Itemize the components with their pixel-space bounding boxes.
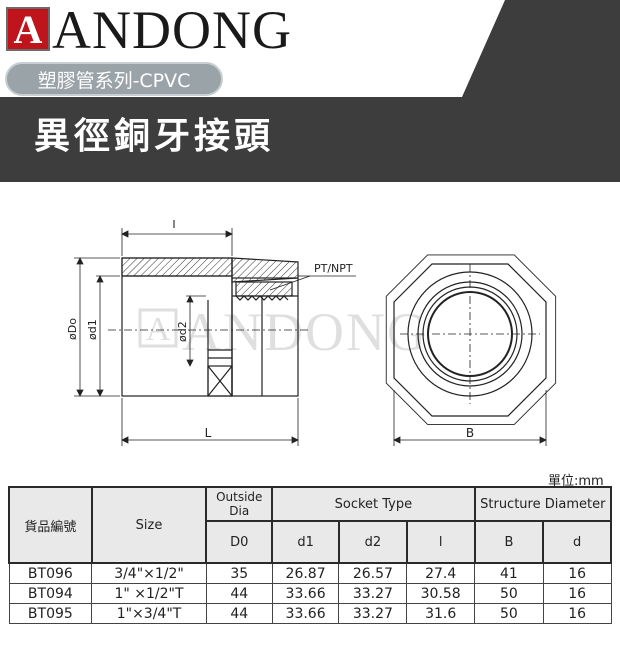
cell-d1: 33.66: [271, 603, 339, 624]
cell-l: 27.4: [406, 563, 475, 584]
cell-code: BT095: [8, 603, 92, 624]
front-view: [385, 254, 557, 425]
cell-d1: 26.87: [271, 563, 339, 584]
brand-name: ANDONG: [52, 0, 292, 60]
logo-letter: A: [13, 7, 43, 52]
unit-label: 單位:mm: [548, 474, 604, 489]
watermark: A ANDONG: [138, 302, 428, 362]
cell-d: 16: [542, 583, 612, 604]
cell-b: 50: [474, 603, 544, 624]
label-l-top: I: [172, 218, 175, 231]
cell-size: 3/4"×1/2": [91, 563, 207, 584]
watermark-letter: A: [146, 311, 171, 348]
header-code: 貨品編號: [8, 486, 93, 564]
header-size: Size: [90, 486, 208, 564]
technical-drawing: A ANDONG: [66, 218, 557, 446]
front-dimensions: [393, 390, 547, 446]
spec-table: 貨品編號 Size Outside Dia Socket Type Struct…: [8, 486, 613, 624]
cell-d2: 33.27: [338, 583, 407, 604]
label-l-bottom: L: [205, 426, 212, 440]
sub-d1: d1: [271, 520, 340, 564]
product-title: 異徑銅牙接頭: [34, 116, 275, 157]
cell-d: 16: [542, 563, 612, 584]
banner: A ANDONG 塑膠管系列-CPVC 異徑銅牙接頭: [0, 0, 620, 182]
cell-d0: 35: [205, 563, 273, 584]
table-row: BT096 3/4"×1/2" 35 26.87 26.57 27.4 41 1…: [8, 563, 612, 584]
cell-d1: 33.66: [271, 583, 339, 604]
side-view: [108, 257, 310, 397]
label-d2: ød2: [176, 321, 189, 342]
header-socket: Socket Type: [271, 486, 476, 522]
cell-code: BT096: [8, 563, 92, 584]
watermark-text: ANDONG: [182, 302, 428, 362]
cell-l: 31.6: [406, 603, 475, 624]
sub-b: B: [473, 520, 545, 564]
cell-d0: 44: [205, 583, 273, 604]
sub-d2: d2: [337, 520, 408, 564]
header-outside: Outside Dia: [205, 486, 274, 522]
cell-b: 41: [474, 563, 544, 584]
cell-b: 50: [474, 583, 544, 604]
cell-l: 30.58: [406, 583, 475, 604]
cell-d2: 33.27: [338, 603, 407, 624]
label-thread: PT/NPT: [314, 262, 353, 275]
header-structure: Structure Diameter: [473, 486, 613, 522]
label-d1: ød1: [86, 319, 99, 340]
cell-code: BT094: [8, 583, 92, 604]
sub-l: l: [405, 520, 476, 564]
sub-d0: D0: [205, 520, 274, 564]
label-b: B: [466, 426, 474, 440]
label-do: øDo: [66, 318, 79, 340]
cell-size: 1"×3/4"T: [91, 603, 207, 624]
series-badge: 塑膠管系列-CPVC: [5, 62, 223, 96]
side-dimensions: [74, 228, 356, 446]
cell-d0: 44: [205, 603, 273, 624]
sub-d: d: [542, 520, 612, 564]
banner-shape: [0, 0, 620, 182]
brand-logo: A: [6, 7, 50, 51]
cell-d2: 26.57: [338, 563, 407, 584]
cell-d: 16: [542, 603, 612, 624]
table-row: BT095 1"×3/4"T 44 33.66 33.27 31.6 50 16: [8, 603, 612, 624]
cell-size: 1" ×1/2"T: [91, 583, 207, 604]
table-row: BT094 1" ×1/2"T 44 33.66 33.27 30.58 50 …: [8, 583, 612, 604]
